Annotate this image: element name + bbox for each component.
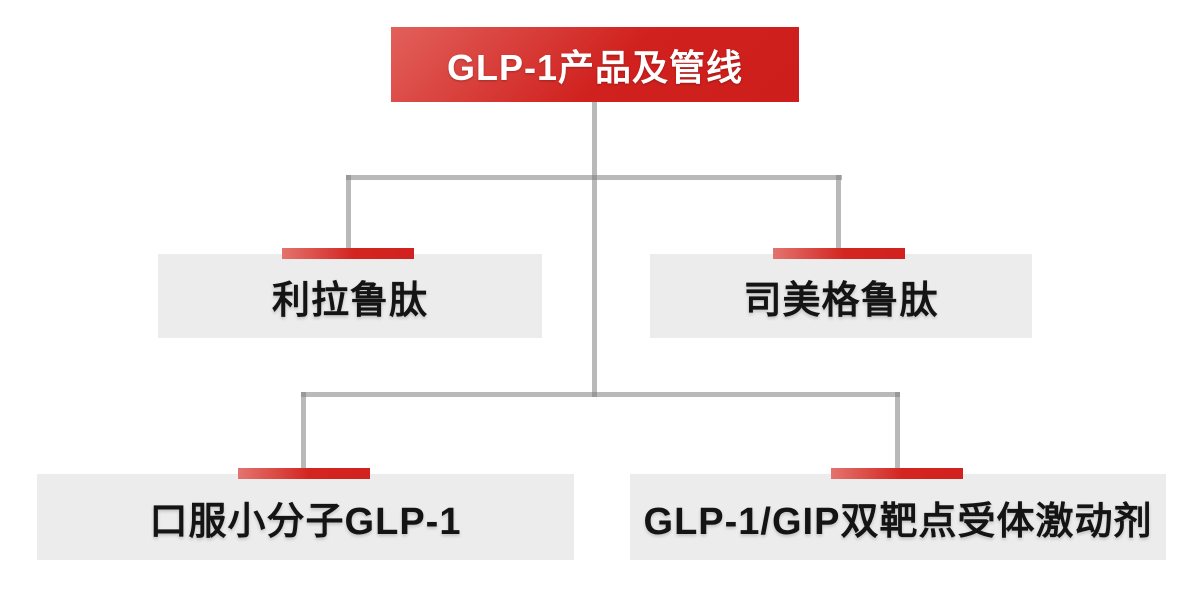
- connector-row1-left-drop: [346, 175, 351, 250]
- accent-bar-semaglutide: [773, 248, 905, 259]
- node-oral-small-molecule-glp1-label: 口服小分子GLP-1: [149, 500, 462, 543]
- node-glp1-gip-dual-agonist: GLP-1/GIP双靶点受体激动剂: [630, 474, 1166, 560]
- connector-row2-horizontal: [301, 392, 900, 397]
- node-glp1-gip-dual-agonist-label: GLP-1/GIP双靶点受体激动剂: [643, 500, 1153, 543]
- node-root-label: GLP-1产品及管线: [446, 46, 743, 88]
- connector-row1-horizontal: [346, 175, 842, 180]
- connector-row1-right-drop: [836, 175, 841, 250]
- node-semaglutide: 司美格鲁肽: [650, 254, 1032, 338]
- node-root: GLP-1产品及管线: [391, 27, 799, 102]
- accent-bar-oral-small-molecule-glp1: [238, 468, 370, 479]
- node-semaglutide-label: 司美格鲁肽: [743, 279, 939, 322]
- connector-row2-left-drop: [301, 392, 306, 470]
- node-liraglutide: 利拉鲁肽: [158, 254, 542, 338]
- accent-bar-glp1-gip-dual-agonist: [831, 468, 963, 479]
- connector-root-vertical: [592, 100, 597, 397]
- node-liraglutide-label: 利拉鲁肽: [271, 279, 428, 322]
- node-oral-small-molecule-glp1: 口服小分子GLP-1: [37, 474, 574, 560]
- connector-row2-right-drop: [895, 392, 900, 470]
- accent-bar-liraglutide: [282, 248, 414, 259]
